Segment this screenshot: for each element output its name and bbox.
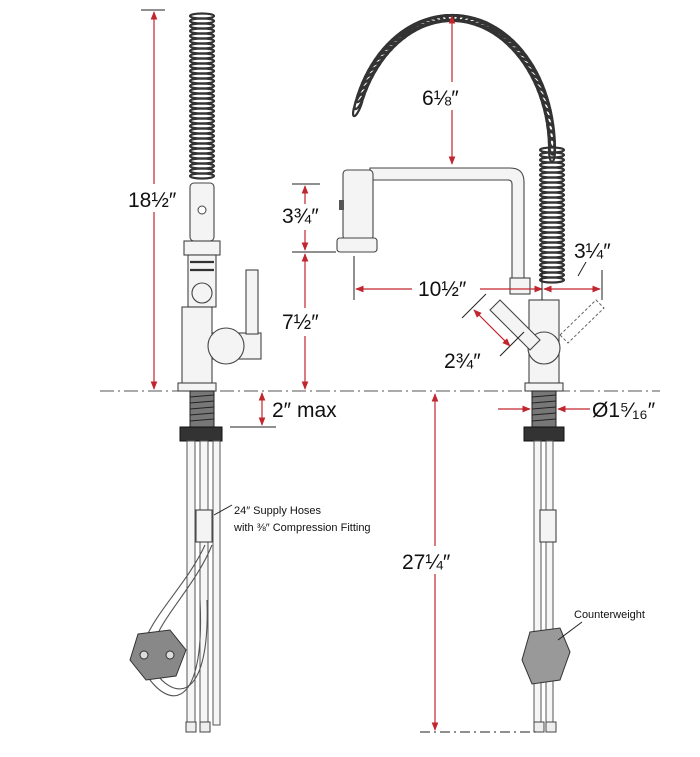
dim-spout-reach [353,256,543,302]
compression-fitting-right [539,509,557,543]
label-below-deck: 27¼″ [402,551,451,574]
coil-spring-left [188,12,216,180]
supply-hose-3 [212,440,221,726]
spout-pipe [369,167,525,283]
dim-handle-reach [541,261,603,300]
note-supply-hoses-line1: 24″ Supply Hoses [234,505,322,517]
dim-handle-swing [461,293,525,357]
label-spout-height: 7½″ [282,311,319,334]
note-supply-hoses-line2: with ⅜″ Compression Fitting [233,522,371,534]
spout-collar [509,277,531,295]
counterweight-left [129,629,187,681]
label-diameter: Ø1⁵⁄₁₆″ [592,399,656,422]
dim-coil-height [418,15,484,165]
compression-fitting-left [195,509,213,543]
coil-ring [188,172,216,180]
handle-ghost-position [559,299,605,344]
spray-head-right [342,169,374,241]
mounting-nut-left [179,426,223,442]
faucet-front-view [336,13,605,733]
label-deck-thickness: 2″ max [272,399,337,422]
label-total-height: 18½″ [128,189,177,212]
faucet-side-view [129,12,262,733]
note-counterweight: Counterweight [574,609,645,621]
spray-collar-left [183,240,221,256]
dim-deck-thickness [230,392,276,428]
mounting-nut-right [523,426,565,442]
sprayer-hose-loop [141,544,206,697]
label-handle-swing: 2¾″ [444,350,481,373]
label-handle-reach: 3¼″ [574,240,611,263]
dim-below-deck [396,393,540,733]
handle-lever-left [245,269,259,335]
spray-nozzle-right [336,237,378,253]
dim-spray-and-spout [276,183,336,390]
coil-ring [538,276,566,284]
coil-spring-right [351,13,566,284]
dim-total-height [124,9,184,390]
label-spout-reach: 10½″ [418,278,467,301]
supply-hose-2 [199,440,209,726]
label-spray-head-length: 3¾″ [282,205,319,228]
counterweight-right [521,627,571,685]
faucet-body-left [181,306,213,386]
label-coil-height: 6⅛″ [422,87,459,110]
